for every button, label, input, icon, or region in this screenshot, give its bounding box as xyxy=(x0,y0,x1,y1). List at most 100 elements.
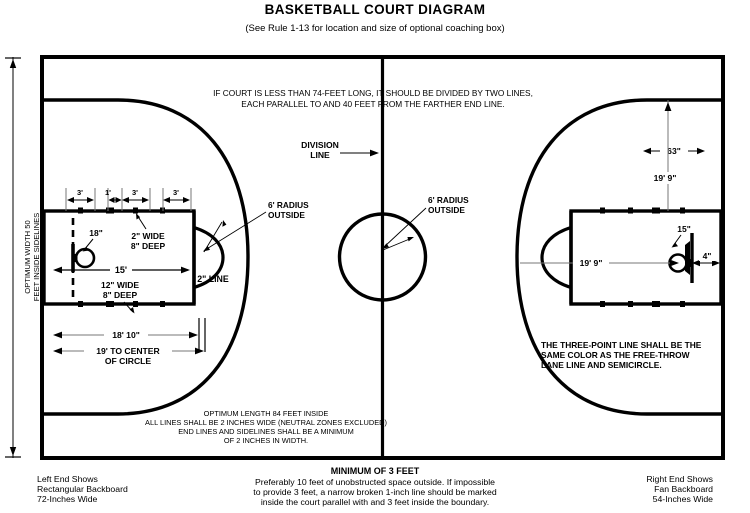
footer-left-line-1: Left End Shows xyxy=(37,474,99,484)
right-dim-19-9-horizontal-label: 19' 9" xyxy=(580,258,603,268)
division-line-label-2: LINE xyxy=(310,150,330,160)
optimum-width-label-line2: FEET INSIDE SIDELINES xyxy=(32,213,41,301)
arrow-right-icon xyxy=(195,347,204,355)
arrow-up-icon xyxy=(664,102,672,111)
arrow-left-icon xyxy=(692,259,700,267)
court-outline xyxy=(40,55,725,460)
arrow-left-icon xyxy=(53,347,62,355)
arrow-left-icon xyxy=(643,147,651,155)
right-lane-block xyxy=(600,207,605,214)
right-annotations: 63" 19' 9" 19' 9" 15" 4" THE THREE-POINT… xyxy=(520,100,720,370)
arrow-up-icon xyxy=(9,59,17,68)
left-hash-2-label: 1' xyxy=(105,188,111,197)
right-lane-block xyxy=(680,301,685,307)
left-basket-ring xyxy=(74,247,96,269)
left-block-deep-label: 8" DEEP xyxy=(131,241,166,251)
left-radius-label-line2: OUTSIDE xyxy=(268,210,305,220)
left-lane-block xyxy=(106,301,114,307)
leader-arrow-icon xyxy=(671,242,678,248)
left-dim-19-center-line2: OF CIRCLE xyxy=(105,356,152,366)
right-three-point-line xyxy=(515,98,721,416)
right-lane-block xyxy=(628,301,633,307)
left-hash-3-label: 3' xyxy=(132,188,138,197)
leader-arrow-icon xyxy=(136,213,141,220)
right-dim-4-label: 4" xyxy=(703,251,712,261)
footer-right-line-2: Fan Backboard xyxy=(654,484,713,494)
left-three-point-line xyxy=(44,98,250,416)
center-circle-group xyxy=(337,212,428,302)
footer-center-line-3: inside the court parallel with and 3 fee… xyxy=(261,497,489,507)
footer-center: MINIMUM OF 3 FEET Preferably 10 feet of … xyxy=(253,466,497,507)
leader-arrow-icon xyxy=(407,237,414,242)
right-free-throw-circle-outside xyxy=(540,225,572,290)
arrow-left-icon xyxy=(53,266,62,274)
top-note-line-2: EACH PARALLEL TO AND 40 FEET FROM THE FA… xyxy=(241,99,504,109)
center-note-line-3: END LINES AND SIDELINES SHALL BE A MINIM… xyxy=(178,427,354,436)
left-free-throw-circle-outside xyxy=(193,225,225,290)
footer-right-line-3: 54-Inches Wide xyxy=(653,494,714,504)
left-lane-block xyxy=(78,207,83,214)
arrow-down-icon xyxy=(9,447,17,456)
left-lane-line-wide-label: 12" WIDE xyxy=(101,280,139,290)
footer-right-line-1: Right End Shows xyxy=(646,474,713,484)
left-dim-19-center-line1: 19' TO CENTER xyxy=(96,346,160,356)
left-hash-4-label: 3' xyxy=(173,188,179,197)
page-title: BASKETBALL COURT DIAGRAM xyxy=(265,2,486,17)
division-line-callout: DIVISION LINE xyxy=(301,140,379,160)
left-lane-block xyxy=(106,207,114,214)
right-lane-block xyxy=(652,301,660,307)
right-dim-15-label: 15" xyxy=(677,224,691,234)
left-backboard-dim-label: 18" xyxy=(89,228,103,238)
left-arc-line-label: 2" LINE xyxy=(197,274,229,284)
optimum-width-label-line1: OPTIMUM WIDTH 50 xyxy=(23,220,32,293)
center-radius-label-line2: OUTSIDE xyxy=(428,205,465,215)
arrow-right-icon xyxy=(697,147,705,155)
arrow-right-icon xyxy=(712,259,720,267)
arrow-left-icon xyxy=(53,331,62,339)
left-annotations: 18" 2" WIDE 8" DEEP 15' 12" WIDE 8" DEEP… xyxy=(53,200,309,366)
left-lane-block xyxy=(133,207,138,214)
left-radius-label-line1: 6' RADIUS xyxy=(268,200,309,210)
left-block-wide-label: 2" WIDE xyxy=(131,231,165,241)
center-note-line-1: OPTIMUM LENGTH 84 FEET INSIDE xyxy=(204,409,329,418)
footer-center-title: MINIMUM OF 3 FEET xyxy=(331,466,420,476)
leader-arrow-icon xyxy=(222,220,227,227)
left-lane-block xyxy=(78,301,83,307)
left-basket-mount xyxy=(71,254,78,262)
right-lane-block xyxy=(628,207,633,214)
arrow-right-icon xyxy=(181,266,190,274)
left-hash-1-label: 3' xyxy=(77,188,83,197)
page-subtitle: (See Rule 1-13 for location and size of … xyxy=(245,23,504,34)
top-note-line-1: IF COURT IS LESS THAN 74-FEET LONG, IT S… xyxy=(213,88,533,98)
left-dim-18-10-label: 18' 10" xyxy=(112,330,140,340)
division-line-label-1: DIVISION xyxy=(301,140,339,150)
right-dim-19-9-vertical-label: 19' 9" xyxy=(654,173,677,183)
right-basket-mount xyxy=(685,259,691,267)
footer-center-line-1: Preferably 10 feet of unobstructed space… xyxy=(255,477,495,487)
right-lane-block xyxy=(680,207,685,214)
arrow-right-icon xyxy=(670,259,679,267)
three-point-note-line-1: THE THREE-POINT LINE SHALL BE THE xyxy=(541,340,702,350)
optimum-width-dimension: OPTIMUM WIDTH 50 FEET INSIDE SIDELINES xyxy=(5,57,41,458)
center-note-line-4: OF 2 INCHES IN WIDTH. xyxy=(224,436,308,445)
right-dim-63-label: 63" xyxy=(667,146,681,156)
footer-center-line-2: to provide 3 feet, a narrow broken 1-inc… xyxy=(253,487,497,497)
center-radius-label-line1: 6' RADIUS xyxy=(428,195,469,205)
center-bottom-note: OPTIMUM LENGTH 84 FEET INSIDE ALL LINES … xyxy=(145,409,387,445)
three-point-note-line-3: LANE LINE AND SEMICIRCLE. xyxy=(541,360,662,370)
left-hash-dimensions: 3' 1' 3' 3' xyxy=(65,188,192,211)
arrow-right-icon xyxy=(370,149,379,157)
left-lane-line-deep-label: 8" DEEP xyxy=(103,290,138,300)
center-radius-callout: 6' RADIUS OUTSIDE xyxy=(382,195,469,251)
arrow-right-icon xyxy=(189,331,198,339)
three-point-note-line-2: SAME COLOR AS THE FREE-THROW xyxy=(541,350,690,360)
center-note-line-2: ALL LINES SHALL BE 2 INCHES WIDE (NEUTRA… xyxy=(145,418,387,427)
leader-arrow-icon xyxy=(82,246,89,252)
center-circle xyxy=(337,212,428,302)
left-lane-length-label: 15' xyxy=(115,265,127,275)
leader-arrow-icon xyxy=(382,243,389,249)
footer-right: Right End Shows Fan Backboard 54-Inches … xyxy=(646,474,713,504)
left-lane-block xyxy=(133,301,138,307)
